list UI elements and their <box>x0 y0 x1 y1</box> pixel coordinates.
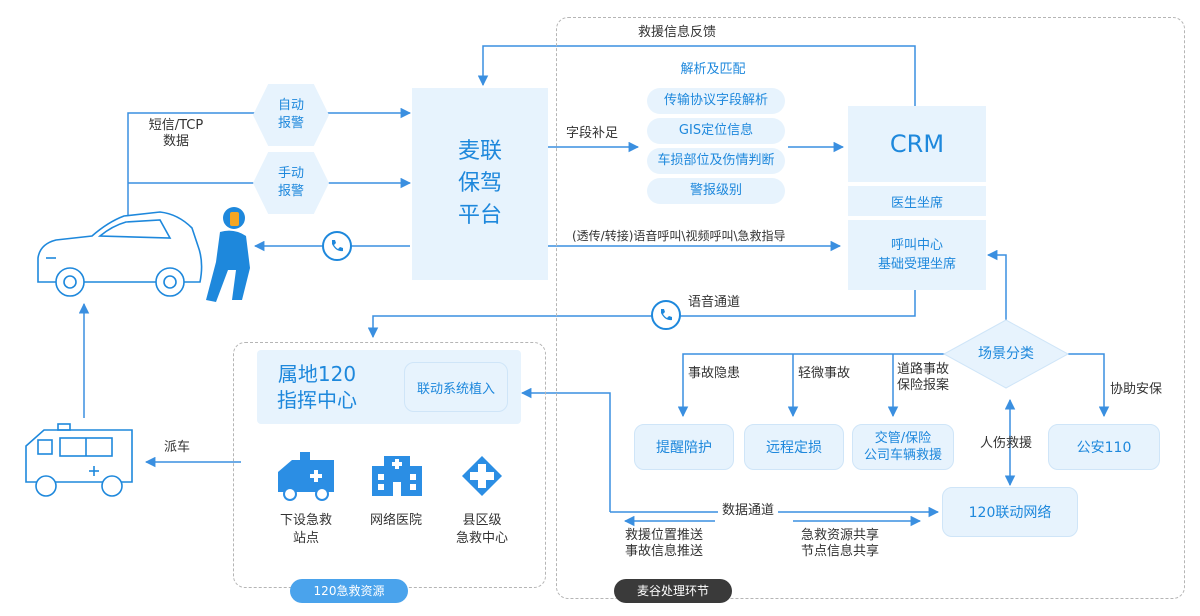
ambulance-icon <box>25 423 133 497</box>
call-label: (透传/转接)语音呼叫\视频呼叫\急救指导 <box>572 229 786 243</box>
resource-label: 县区级 急救中心 <box>455 513 508 546</box>
resource-label: 网络医院 <box>369 513 422 528</box>
branch-label: 道路事故 保险报案 <box>897 362 950 393</box>
person-calling-icon <box>206 207 250 302</box>
branch-label: 轻微事故 <box>798 366 851 381</box>
platform-box: 麦联 保驾 平台 <box>412 88 548 280</box>
push-right-label: 急救资源共享 节点信息共享 <box>800 528 879 559</box>
auto-alarm-hex: 自动 报警 <box>253 84 329 146</box>
badge-120-resources: 120急救资源 <box>290 579 408 603</box>
parse-title: 解析及匹配 <box>680 62 746 77</box>
dispatch-label: 派车 <box>164 440 191 455</box>
branch-label: 协助安保 <box>1110 382 1163 397</box>
outcome-box: 公安110 <box>1048 424 1160 470</box>
hospital-icon <box>372 456 422 496</box>
phone-icon <box>651 300 681 330</box>
maigu-region <box>556 17 1185 599</box>
medical-cross-icon <box>462 456 502 496</box>
parse-item: 传输协议字段解析 <box>647 88 785 114</box>
data-channel-label: 数据通道 <box>718 503 779 519</box>
phone-icon <box>322 231 352 261</box>
branch-label: 事故隐患 <box>688 366 741 381</box>
crm-box: CRM <box>848 106 986 182</box>
sms-tcp-label: 短信/TCP 数据 <box>148 118 204 149</box>
feedback-label: 救援信息反馈 <box>638 25 717 40</box>
outcome-box: 交管/保险 公司车辆救援 <box>852 424 954 470</box>
badge-maigu: 麦谷处理环节 <box>614 579 732 603</box>
doctor-seat: 医生坐席 <box>848 186 986 216</box>
branch-label: 人伤救援 <box>980 436 1033 451</box>
ambulance-small-icon <box>278 452 334 501</box>
callcenter-box: 呼叫中心 基础受理坐席 <box>848 220 986 290</box>
outcome-box: 远程定损 <box>744 424 844 470</box>
outcome-box: 提醒陪护 <box>634 424 734 470</box>
car-icon <box>37 211 203 297</box>
field-complete-label: 字段补足 <box>566 126 619 141</box>
scene-label: 场景分类 <box>978 346 1034 362</box>
parse-item: GIS定位信息 <box>647 118 785 144</box>
parse-item: 警报级别 <box>647 178 785 204</box>
manual-alarm-hex: 手动 报警 <box>253 152 329 214</box>
push-left-label: 救援位置推送 事故信息推送 <box>624 528 703 559</box>
resource-label: 下设急救 站点 <box>279 513 332 546</box>
voice-channel-label: 语音通道 <box>688 295 741 310</box>
embed-box: 联动系统植入 <box>404 362 508 412</box>
parse-item: 车损部位及伤情判断 <box>647 148 785 174</box>
network-120-box: 120联动网络 <box>942 487 1078 537</box>
